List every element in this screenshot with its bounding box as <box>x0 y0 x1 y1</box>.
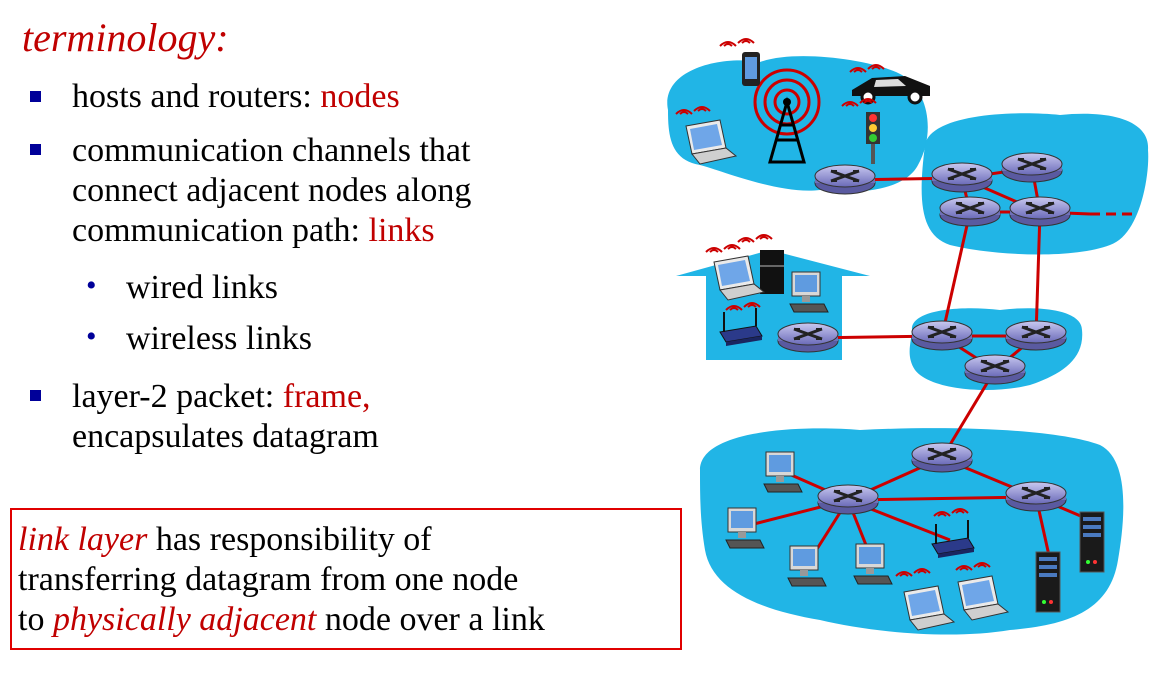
wireless-signal-icon <box>719 38 755 47</box>
car-icon <box>852 76 930 105</box>
router-icon <box>1004 480 1068 513</box>
router-icon <box>776 321 840 354</box>
router-icon <box>910 441 974 474</box>
wireless-signal-icon <box>737 234 773 243</box>
router-icon <box>910 319 974 352</box>
definition-line1: has responsibility of <box>147 521 432 558</box>
server-icon <box>1035 551 1061 613</box>
sub-bullet-wireless: wireless links <box>126 320 313 357</box>
bullet-2-line2: connect adjacent nodes along <box>72 172 472 209</box>
sub-bullet-wired: wired links <box>126 269 279 306</box>
router-icon <box>930 161 994 194</box>
bullet-1-text: hosts and routers: <box>72 78 321 115</box>
sub-bullet-dot: • <box>86 269 97 302</box>
slide-title: terminology: <box>22 15 229 60</box>
router-icon <box>1008 195 1072 228</box>
definition-line3-post: node over a link <box>316 601 545 638</box>
links-term: links <box>368 212 435 249</box>
bullet-3: layer-2 packet: frame, encapsulates data… <box>72 377 379 457</box>
router-icon <box>1004 319 1068 352</box>
traffic-light-icon <box>866 112 880 164</box>
bullet-square <box>30 144 41 155</box>
bullet-1: hosts and routers: nodes <box>72 77 400 117</box>
bullet-2-line3: communication path: <box>72 212 369 249</box>
bullet-square <box>30 390 41 401</box>
router-icon <box>816 483 880 516</box>
link-layer-term: link layer <box>18 521 148 558</box>
definition-line3-pre: to <box>18 601 53 638</box>
bullet-3-line1: layer-2 packet: <box>72 378 283 415</box>
cell-tower-icon <box>753 68 821 164</box>
router-icon <box>938 195 1002 228</box>
server-icon <box>1079 511 1105 573</box>
bullet-square <box>30 91 41 102</box>
frame-term: frame, <box>282 378 371 415</box>
definition-box: link layer has responsibility of transfe… <box>10 508 682 650</box>
router-icon <box>813 163 877 196</box>
sub-bullet-dot: • <box>86 320 97 353</box>
bullet-2-line1: communication channels that <box>72 132 471 169</box>
bullet-3-line2: encapsulates datagram <box>72 418 379 455</box>
router-icon <box>1000 151 1064 184</box>
refrigerator-icon <box>760 250 784 294</box>
bullet-2: communication channels that connect adja… <box>72 131 471 251</box>
smartphone-icon <box>742 52 760 86</box>
physically-adjacent-term: physically adjacent <box>52 601 317 638</box>
nodes-term: nodes <box>320 78 400 115</box>
router-icon <box>963 353 1027 386</box>
wireless-signal-icon <box>705 244 741 253</box>
definition-line2: transferring datagram from one node <box>18 561 519 598</box>
